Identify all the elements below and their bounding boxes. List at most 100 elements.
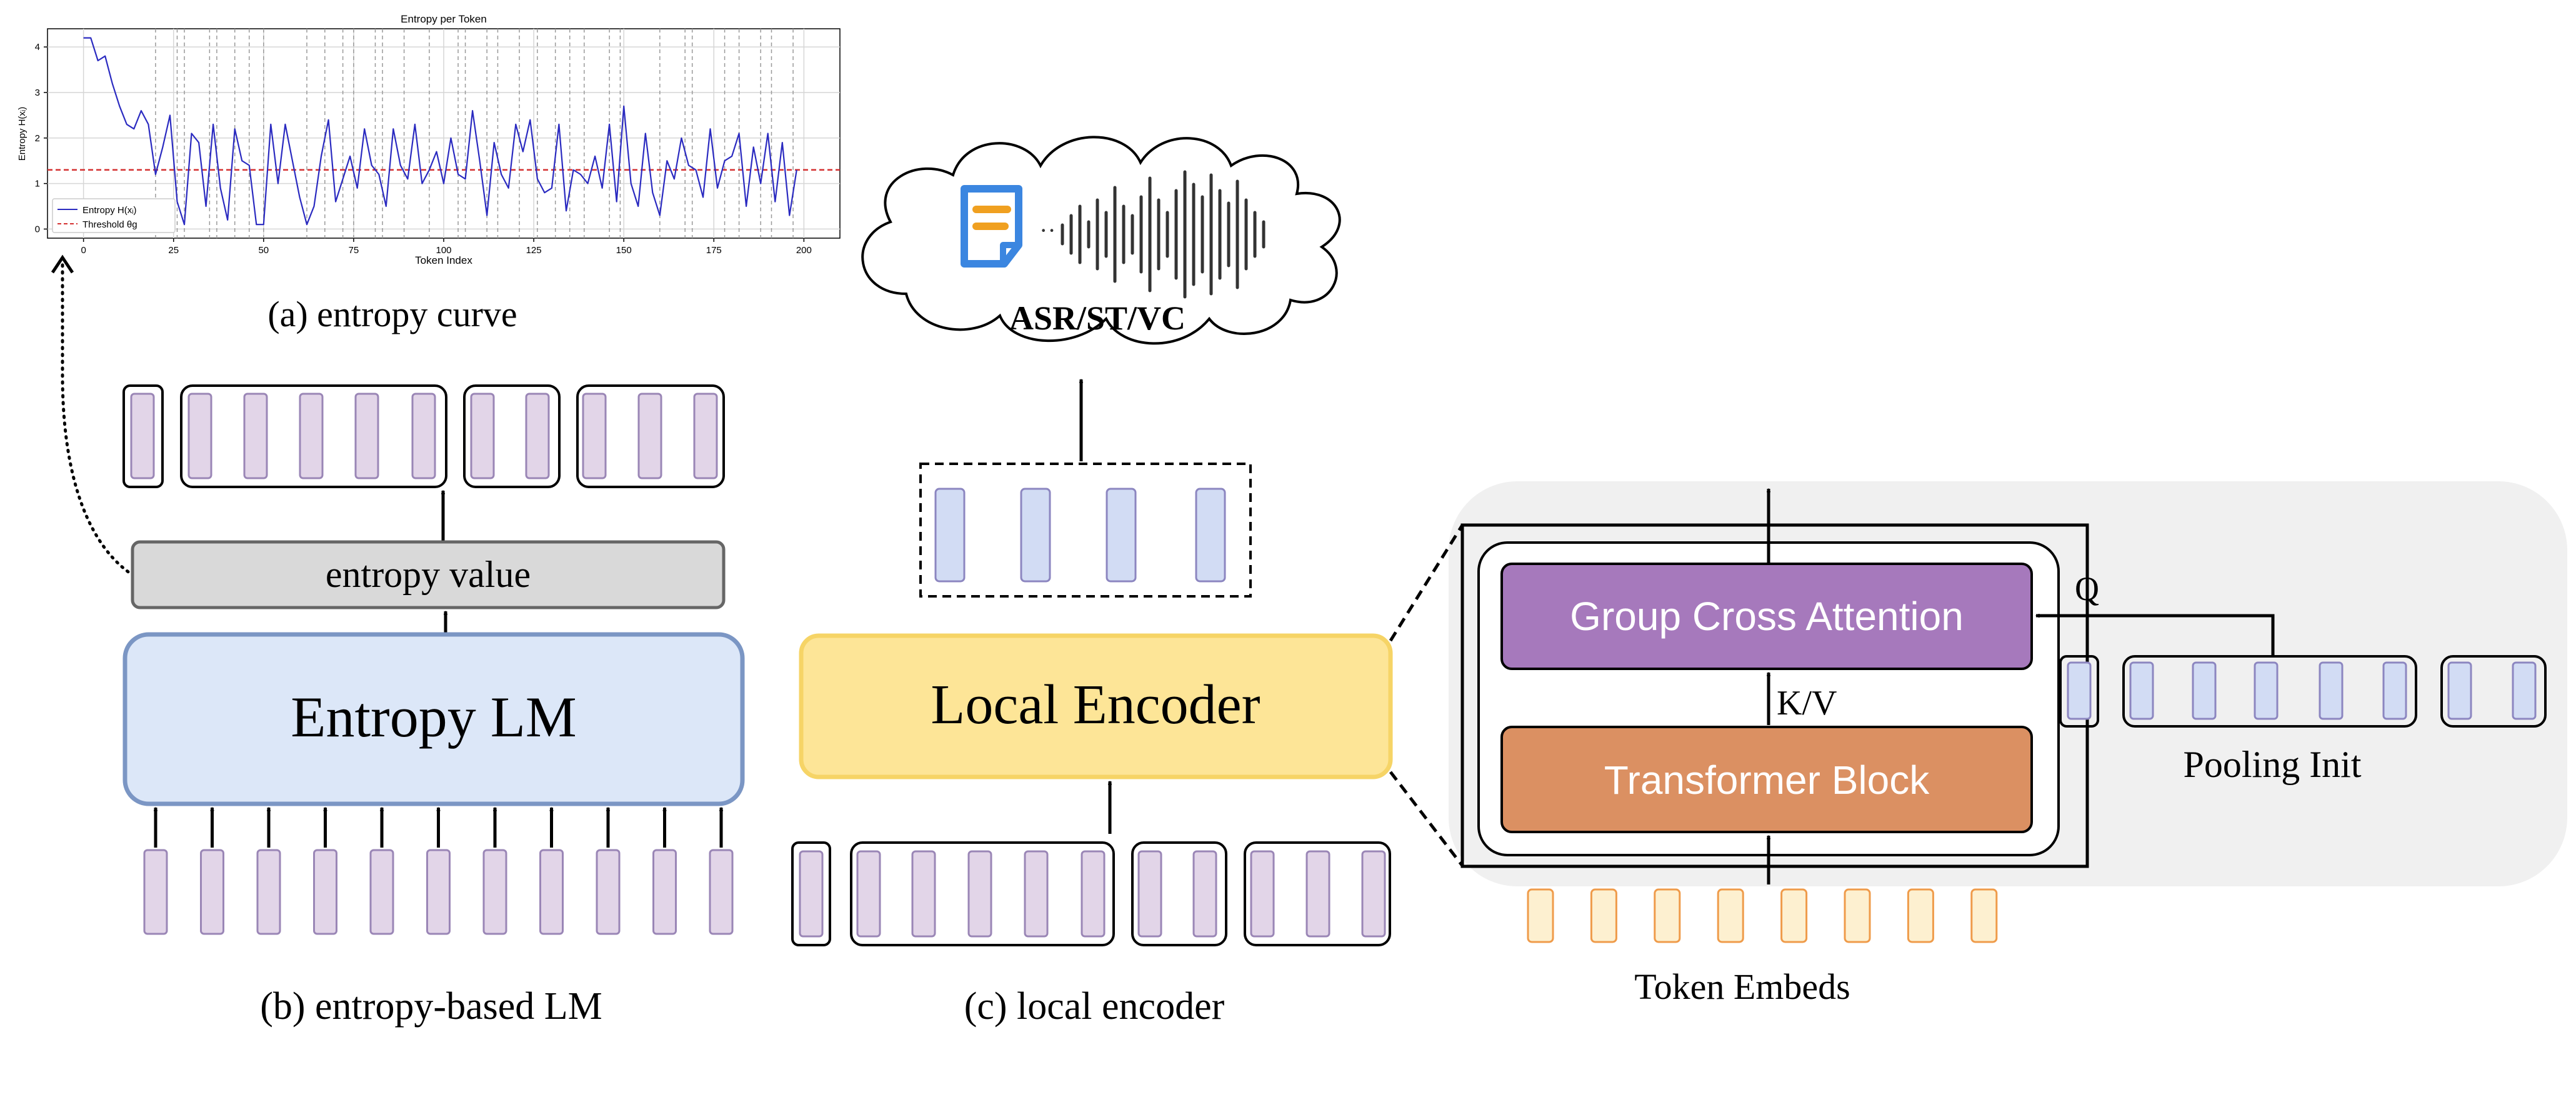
lm-input-token bbox=[256, 849, 281, 935]
input-patch bbox=[1081, 850, 1106, 938]
input-group-1 bbox=[791, 841, 831, 946]
pool-patch bbox=[2447, 661, 2472, 720]
output-patch bbox=[243, 393, 268, 479]
arrow-query bbox=[2036, 616, 2275, 655]
y-tick-label: 1 bbox=[35, 179, 40, 189]
lm-input-token bbox=[369, 849, 394, 935]
entropy-lm-label: Entropy LM bbox=[291, 685, 576, 749]
pool-group-1 bbox=[2059, 655, 2099, 728]
pooled-patch bbox=[1106, 488, 1137, 583]
lm-input-token bbox=[539, 849, 564, 935]
input-patch bbox=[967, 850, 992, 938]
x-tick-label: 125 bbox=[526, 245, 542, 256]
patch-group-4 bbox=[576, 384, 725, 488]
legend-entropy: Entropy H(xᵢ) bbox=[82, 205, 137, 216]
entropy-lm-box bbox=[122, 632, 745, 806]
output-patch bbox=[525, 393, 550, 479]
pooled-patch bbox=[1195, 488, 1226, 583]
input-patch bbox=[1192, 850, 1217, 938]
lm-input-token bbox=[200, 849, 224, 935]
lm-input-tokens bbox=[143, 849, 734, 935]
transformer-block-label: Transformer Block bbox=[1604, 758, 1930, 803]
input-group-4 bbox=[1244, 841, 1391, 946]
token-embed bbox=[1970, 888, 1998, 943]
plot-title: Entropy per Token bbox=[401, 13, 487, 25]
token-embed bbox=[1717, 888, 1744, 943]
token-embed bbox=[1844, 888, 1871, 943]
output-patch bbox=[354, 393, 379, 479]
ellipsis-text: ·· bbox=[1039, 216, 1056, 244]
input-patch bbox=[856, 850, 881, 938]
output-patch bbox=[299, 393, 324, 479]
output-patch bbox=[582, 393, 607, 479]
pool-patch bbox=[2254, 661, 2279, 720]
caption-b: (b) entropy-based LM bbox=[260, 985, 602, 1028]
kv-label: K/V bbox=[1777, 684, 1837, 723]
y-tick-label: 3 bbox=[35, 88, 40, 98]
entropy-line bbox=[83, 37, 797, 226]
input-group-3 bbox=[1131, 841, 1227, 946]
pooled-patch bbox=[1020, 488, 1051, 583]
plot-legend: Entropy H(xᵢ) Threshold θg bbox=[52, 198, 176, 233]
legend-threshold: Threshold θg bbox=[82, 219, 137, 230]
y-tick-label: 0 bbox=[35, 224, 40, 234]
local-encoder-label: Local Encoder bbox=[931, 674, 1260, 736]
output-patch bbox=[187, 393, 212, 479]
lm-input-token bbox=[426, 849, 451, 935]
pool-patch bbox=[2192, 661, 2217, 720]
pool-patch bbox=[2129, 661, 2154, 720]
input-group-2 bbox=[850, 841, 1115, 946]
output-patch bbox=[411, 393, 436, 479]
x-tick-label: 75 bbox=[349, 245, 359, 256]
cloud-label: ASR/ST/VC bbox=[1009, 299, 1186, 337]
input-patch bbox=[1024, 850, 1049, 938]
pool-patch bbox=[2319, 661, 2344, 720]
entropy-value-box bbox=[131, 540, 726, 609]
input-patch bbox=[1305, 850, 1330, 938]
pool-patch bbox=[2512, 661, 2537, 720]
lm-input-token bbox=[313, 849, 337, 935]
token-embed bbox=[1780, 888, 1808, 943]
output-patch-groups bbox=[122, 384, 725, 488]
token-embed bbox=[1590, 888, 1617, 943]
pool-patch bbox=[2067, 661, 2092, 720]
output-patch bbox=[470, 393, 495, 479]
pool-group-3 bbox=[2440, 655, 2547, 728]
x-tick-label: 25 bbox=[168, 245, 179, 256]
local-encoder-box bbox=[799, 633, 1393, 779]
output-patch bbox=[693, 393, 718, 479]
pooling-init-label: Pooling Init bbox=[2183, 744, 2361, 785]
token-embeds-label: Token Embeds bbox=[1634, 966, 1850, 1007]
caption-c: (c) local encoder bbox=[964, 985, 1225, 1028]
lm-input-token bbox=[143, 849, 168, 935]
patch-group-3 bbox=[463, 384, 561, 488]
cloud: ·· ASR/ST/VC bbox=[861, 136, 1341, 345]
patch-group-1 bbox=[122, 384, 164, 488]
q-label: Q bbox=[2075, 570, 2099, 608]
transformer-block-box bbox=[1500, 726, 2033, 833]
pool-patch bbox=[2382, 661, 2407, 720]
y-tick-label: 2 bbox=[35, 133, 40, 144]
token-embed bbox=[1907, 888, 1934, 943]
lm-input-token bbox=[652, 849, 677, 935]
dotted-feedback-arrow bbox=[61, 261, 136, 578]
document-icon bbox=[961, 185, 1022, 268]
waveform-icon bbox=[1061, 170, 1266, 299]
x-tick-label: 100 bbox=[436, 245, 451, 256]
plot-boundaries bbox=[155, 29, 794, 238]
zoom-line-top bbox=[1389, 524, 1464, 642]
token-embeds bbox=[1527, 888, 1998, 943]
input-patch bbox=[911, 850, 936, 938]
input-patch bbox=[1137, 850, 1162, 938]
encoder-input-groups bbox=[791, 841, 1391, 946]
lm-input-token bbox=[482, 849, 507, 935]
output-patch bbox=[130, 393, 155, 479]
output-patch bbox=[637, 393, 662, 479]
patch-group-2 bbox=[180, 384, 447, 488]
token-embed bbox=[1527, 888, 1554, 943]
input-patch bbox=[799, 850, 824, 938]
